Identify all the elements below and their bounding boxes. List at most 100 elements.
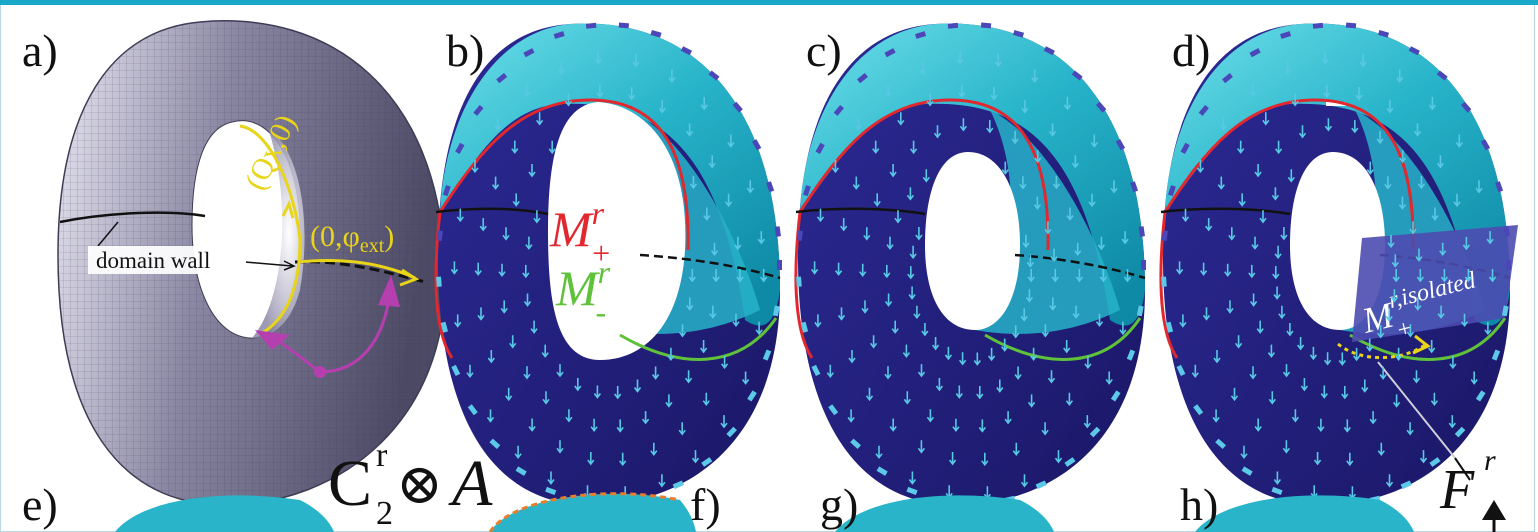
spin-arrow [724, 193, 733, 208]
spin-dash [1400, 480, 1412, 490]
spin-arrow [1291, 409, 1300, 423]
panel-label-b: b) [446, 25, 484, 76]
spin-arrow [1179, 314, 1187, 328]
spin-dash [796, 276, 802, 287]
spin-arrow [760, 269, 768, 283]
spin-dash [442, 185, 451, 197]
spin-arrow [1379, 366, 1387, 380]
spin-arrow [651, 366, 660, 380]
spin-arrow [456, 208, 464, 223]
spin-arrow [1105, 371, 1113, 385]
spin-arrow [1320, 385, 1328, 399]
spin-arrow [1004, 411, 1012, 425]
spin-arrow [1274, 140, 1283, 155]
spin-arrow [883, 264, 891, 279]
spin-arrow [902, 344, 911, 358]
spin-dash [1141, 260, 1146, 270]
spin-arrow [1274, 245, 1282, 260]
spin-arrow [1025, 289, 1034, 303]
spin-arrow [1366, 338, 1374, 352]
spin-arrow [528, 164, 536, 178]
spin-dash [1198, 104, 1209, 116]
spin-arrow [894, 210, 902, 224]
spin-dash [1436, 70, 1448, 81]
spin-dash [1280, 31, 1292, 39]
spin-arrow [1323, 352, 1332, 366]
spin-arrow [891, 320, 899, 334]
spin-arrow [1396, 69, 1404, 83]
spin-arrow [884, 83, 892, 98]
spin-arrow [564, 93, 573, 107]
spin-arrow [1346, 452, 1354, 467]
spin-arrow [1273, 286, 1281, 300]
spin-arrow [1323, 84, 1331, 99]
spin-arrow [987, 347, 996, 362]
spin-dash [467, 404, 478, 416]
spin-arrow [633, 379, 642, 393]
spin-arrow [1377, 325, 1385, 339]
spin-arrow [1075, 269, 1084, 283]
spin-dash [1168, 185, 1176, 197]
spin-arrow [852, 176, 860, 190]
spin-arrow [1254, 164, 1262, 178]
spin-arrow [1341, 386, 1349, 400]
spin-arrow [466, 364, 474, 379]
spin-arrow [889, 164, 897, 178]
spin-arrow [872, 140, 880, 154]
spin-arrow [691, 450, 700, 464]
spin-arrow [1387, 234, 1395, 249]
spin-arrow [1359, 53, 1367, 68]
spin-arrow [665, 394, 673, 408]
spin-arrow [1280, 227, 1288, 241]
spin-dash [980, 22, 992, 29]
spin-arrow [1392, 269, 1400, 283]
panel-label-c: c) [806, 25, 842, 76]
spin-dash [1222, 73, 1233, 84]
spin-dash [815, 142, 825, 154]
spin-dash [515, 466, 527, 476]
spin-arrow [1205, 218, 1213, 232]
spin-arrow [1011, 130, 1019, 145]
spin-arrow [1224, 263, 1232, 278]
spin-arrow [976, 386, 984, 400]
spin-arrow [1012, 325, 1020, 339]
spin-arrow [710, 242, 719, 257]
spin-arrow [590, 418, 598, 433]
spin-arrow [1338, 352, 1346, 366]
spin-arrow [734, 236, 742, 251]
spin-arrow [523, 83, 531, 98]
spin-arrow [1065, 392, 1074, 407]
spin-arrow [1448, 415, 1456, 429]
spin-arrow [1417, 175, 1426, 190]
spin-arrow [906, 187, 915, 201]
spin-arrow [1453, 193, 1461, 208]
spin-arrow [1414, 297, 1422, 311]
spin-arrow [1240, 445, 1248, 460]
spin-arrow [1309, 346, 1318, 361]
spin-arrow [523, 293, 532, 307]
spin-arrow [990, 87, 998, 101]
spin-arrow [1191, 364, 1199, 379]
spin-arrow [922, 169, 930, 183]
spin-dash [747, 390, 757, 402]
spin-arrow [1099, 269, 1108, 283]
spin-arrow [958, 352, 967, 366]
spin-arrow [689, 175, 698, 190]
spin-dash [1461, 101, 1472, 113]
spin-arrow [523, 366, 531, 380]
spin-dash [777, 260, 782, 270]
spin-dash [1161, 276, 1167, 287]
spin-arrow [958, 84, 966, 99]
spin-arrow [1226, 300, 1234, 314]
spin-arrow [1286, 323, 1294, 337]
spin-arrow [477, 307, 485, 321]
spin-arrow [616, 419, 624, 433]
spin-dash [451, 364, 461, 377]
spin-dash [680, 46, 693, 56]
spin-arrow [702, 392, 710, 407]
spin-arrow [685, 123, 694, 137]
spin-arrow [1249, 293, 1258, 307]
spin-arrow [1066, 207, 1074, 221]
spin-arrow [479, 218, 487, 232]
spin-arrow [1237, 140, 1245, 154]
